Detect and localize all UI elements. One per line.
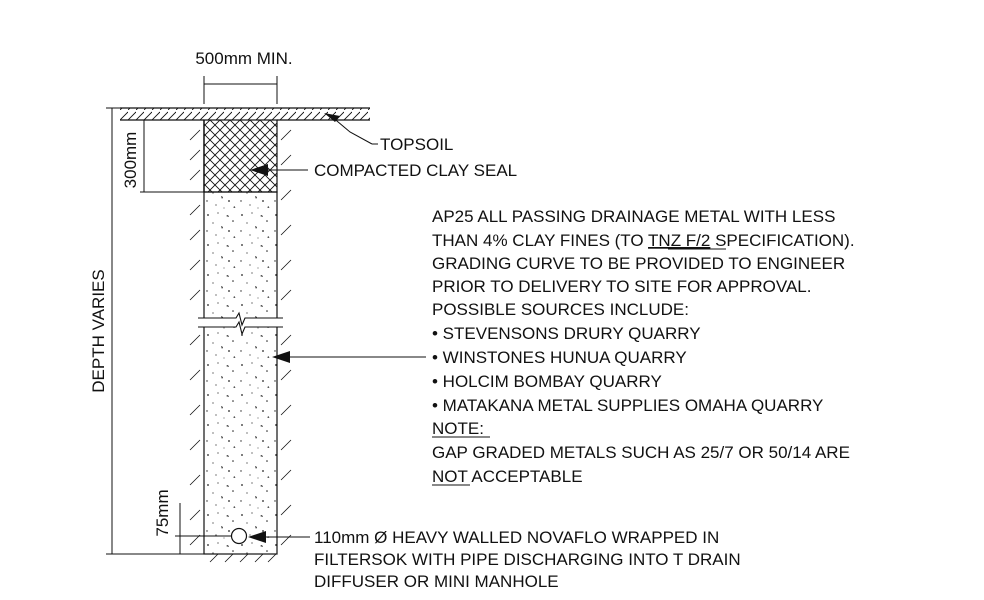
trench-side-hatching-right [280,129,292,546]
pipe-label-line2: FILTERSOK WITH PIPE DISCHARGING INTO T D… [314,550,741,569]
trench-side-hatching-left [189,129,201,546]
source-item-4: • MATAKANA METAL SUPPLIES OMAHA QUARRY [432,396,823,415]
spec-line-3: GRADING CURVE TO BE PROVIDED TO ENGINEER [432,254,845,273]
note-line-1: GAP GRADED METALS SUCH AS 25/7 OR 50/14 … [432,443,850,462]
topsoil-label: TOPSOIL [380,135,453,154]
novaflo-pipe [230,527,248,545]
depth-varies-label: DEPTH VARIES [89,269,108,392]
topsoil-leader [324,113,378,145]
seal-depth-label: 300mm [121,132,140,189]
clay-seal-label: COMPACTED CLAY SEAL [314,161,517,180]
pipe-offset-dimension [175,503,232,554]
spec-line-5: POSSIBLE SOURCES INCLUDE: [432,300,689,319]
note-not-underlined: NOT [432,467,468,486]
width-dimension [203,76,278,104]
pipe-offset-label: 75mm [153,489,172,536]
seal-depth-dimension [140,119,204,193]
drainage-metal-fill [203,191,278,555]
width-dimension-label: 500mm MIN. [195,49,292,68]
depth-dimension [106,107,204,555]
spec-underlined-ref: TNZ F/2 [648,231,710,250]
spec-line-4: PRIOR TO DELIVERY TO SITE FOR APPROVAL. [432,277,811,296]
pipe-leader [248,531,310,543]
note-line-2: NOT ACCEPTABLE [432,467,583,486]
pipe-label-line3: DIFFUSER OR MINI MANHOLE [314,572,559,591]
spec-line-2: THAN 4% CLAY FINES (TO TNZ F/2 SPECIFICA… [432,231,855,250]
source-item-2: • WINSTONES HUNUA QUARRY [432,348,687,367]
compacted-clay-seal [203,119,278,193]
source-item-3: • HOLCIM BOMBAY QUARRY [432,372,662,391]
spec-line-1: AP25 ALL PASSING DRAINAGE METAL WITH LES… [432,207,835,226]
source-item-1: • STEVENSONS DRURY QUARRY [432,324,701,343]
clay-seal-leader [250,164,308,176]
spec-note: AP25 ALL PASSING DRAINAGE METAL WITH LES… [432,207,855,486]
pipe-label-line1: 110mm Ø HEAVY WALLED NOVAFLO WRAPPED IN [314,528,719,547]
note-heading: NOTE: [432,419,484,438]
break-line [198,311,283,336]
drainage-metal-leader [272,351,426,363]
trench-base-hatching [209,553,277,563]
